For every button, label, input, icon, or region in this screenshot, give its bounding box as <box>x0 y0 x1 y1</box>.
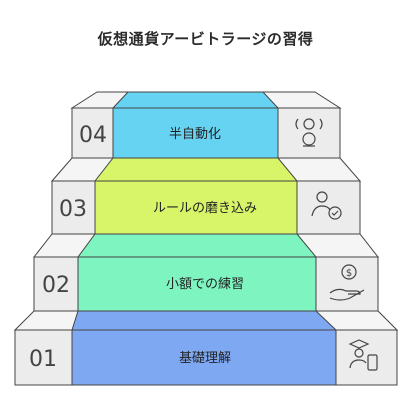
step-04-band <box>112 107 279 159</box>
step-01-number: 01 <box>29 347 57 372</box>
step-02-band <box>77 256 317 312</box>
step-01-label: 基礎理解 <box>179 351 231 366</box>
step-02: 02 小額での練習 $ <box>32 233 380 312</box>
step-03-label: ルールの磨き込み <box>153 201 257 216</box>
step-02-band-top <box>77 233 318 258</box>
step-02-label: 小額での練習 <box>166 277 244 292</box>
graduate-phone-icon <box>348 339 378 371</box>
step-03: 03 ルールの磨き込み <box>50 157 362 235</box>
person-check-icon <box>311 191 342 220</box>
money-hand-icon: $ <box>329 264 365 301</box>
step-01-right-box <box>335 329 398 386</box>
svg-text:$: $ <box>346 268 352 279</box>
step-02-number: 02 <box>42 273 70 298</box>
step-02-right-box <box>315 256 379 312</box>
diagram-title: 仮想通貨アービトラージの習得 <box>97 30 314 48</box>
step-01: 01 基礎理解 <box>13 310 399 386</box>
step-04: 04 半自動化 <box>70 91 342 159</box>
step-04-band-top <box>111 91 280 109</box>
step-04-label: 半自動化 <box>169 127 221 142</box>
ai-face-icon <box>295 118 323 147</box>
step-03-number: 03 <box>59 197 87 222</box>
step-03-left-box <box>51 180 96 235</box>
step-01-band-top <box>71 310 338 331</box>
step-01-band <box>71 329 337 386</box>
step-03-band-top <box>93 157 299 182</box>
step-04-left-box <box>71 107 114 159</box>
step-04-number: 04 <box>79 123 107 148</box>
